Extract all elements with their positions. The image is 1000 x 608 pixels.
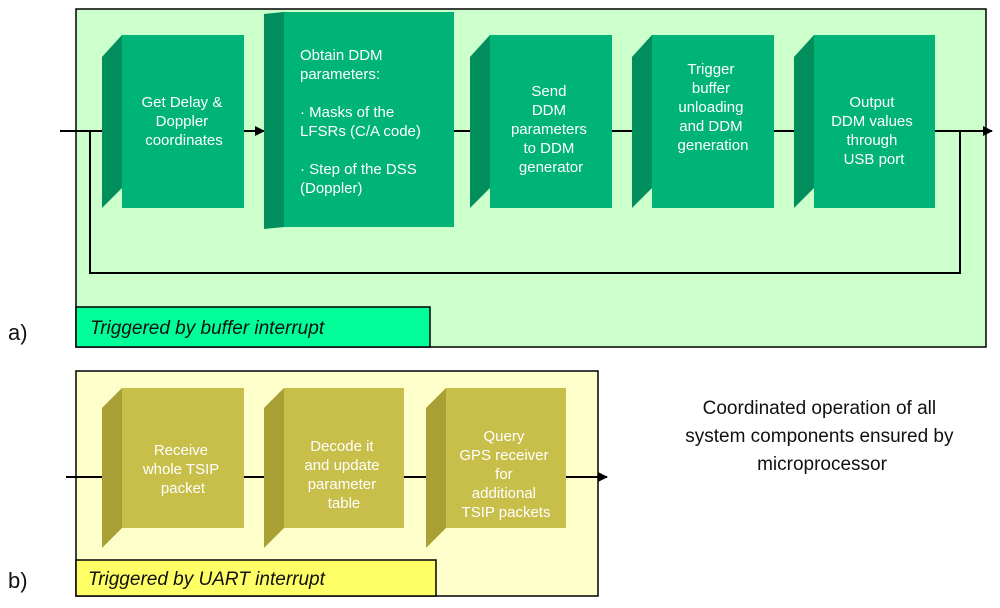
panel-b-trigger-box bbox=[75, 559, 437, 597]
svg-text:Obtain DDM parameters:: Obtain DDM parameters: · Masks of the LF… bbox=[300, 47, 425, 197]
svg-text:Get Delay & Doppler: Get Delay & Doppler coordinates bbox=[141, 94, 226, 149]
panel-a-label: a) bbox=[8, 320, 28, 345]
panel-b-label: b) bbox=[8, 568, 28, 593]
panel-a-block-4: Trigger buffer unloading and DDM generat… bbox=[632, 35, 774, 208]
panel-a-block-2: Obtain DDM parameters: · Masks of the LF… bbox=[264, 12, 454, 229]
panel-b-block-1: Receive whole TSIP packet bbox=[102, 388, 244, 548]
svg-text:Decode it and update: Decode it and update parameter table bbox=[304, 438, 383, 512]
panel-a-trigger-text: Triggered by buffer interrupt bbox=[90, 318, 325, 339]
panel-b-block-2: Decode it and update parameter table bbox=[264, 388, 404, 548]
svg-text:Output DDM values: Output DDM values through USB port bbox=[831, 94, 917, 168]
panel-b-trigger-text: Triggered by UART interrupt bbox=[88, 569, 326, 590]
panel-a-block-5: Output DDM values through USB port bbox=[794, 35, 935, 208]
svg-text:Trigger buffer unl: Trigger buffer unloading and DDM generat… bbox=[678, 61, 749, 154]
panel-b-block-3: Query GPS receiver for additional TSIP p… bbox=[426, 388, 566, 548]
panel-a-block-1: Get Delay & Doppler coordinates bbox=[102, 35, 244, 208]
coordination-note: Coordinated operation of all system comp… bbox=[685, 398, 959, 475]
svg-text:Receive whole TSIP: Receive whole TSIP packet bbox=[142, 442, 223, 497]
panel-a-feedback-loop bbox=[89, 131, 961, 274]
svg-text:Query GPS receiver: Query GPS receiver for additional TSIP p… bbox=[459, 428, 552, 521]
svg-text:Send DDM parameter: Send DDM parameters to DDM generator bbox=[511, 83, 591, 176]
panel-a-block-3: Send DDM parameters to DDM generator bbox=[470, 35, 612, 208]
panel-a-trigger-box bbox=[75, 306, 431, 348]
